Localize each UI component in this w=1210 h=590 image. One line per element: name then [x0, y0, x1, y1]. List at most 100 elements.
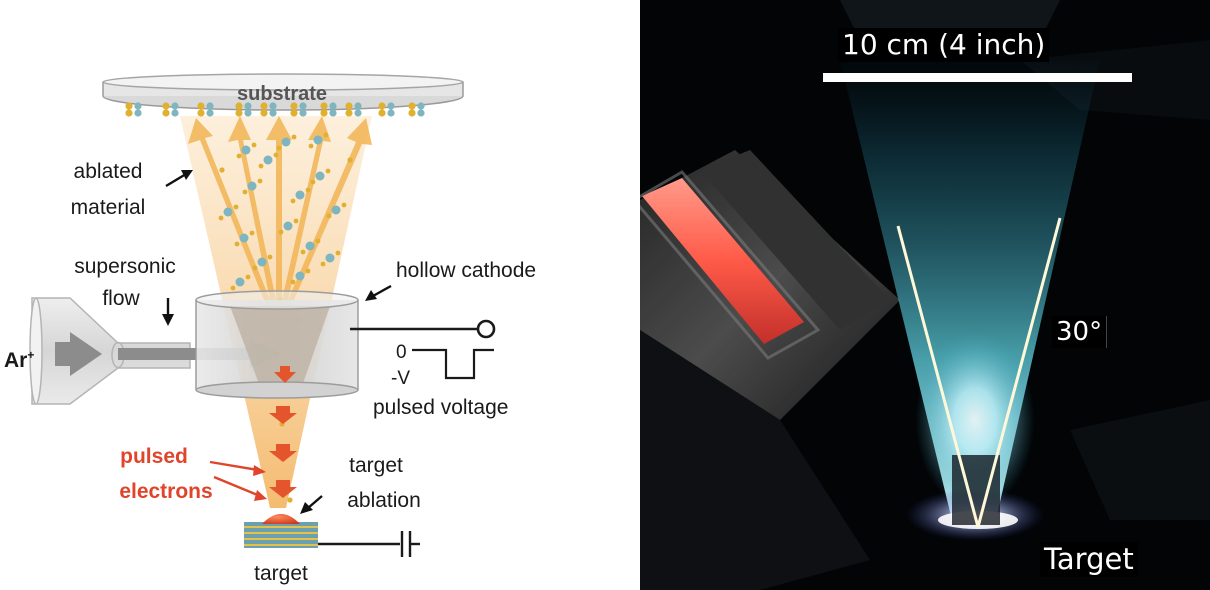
atom [284, 222, 293, 231]
pulsed-electrons-line1: pulsed [120, 445, 188, 468]
atom [134, 109, 141, 116]
atom [387, 109, 394, 116]
atom [197, 102, 204, 109]
atom [306, 269, 311, 274]
atom [316, 239, 321, 244]
atom [291, 280, 296, 285]
atom [236, 278, 245, 287]
atom [296, 191, 305, 200]
atom [327, 214, 332, 219]
atom [345, 109, 352, 116]
atom [125, 109, 132, 116]
atom [408, 102, 415, 109]
atom [231, 286, 236, 291]
atom [408, 109, 415, 116]
atom [309, 144, 314, 149]
atom [332, 206, 341, 215]
atom [282, 138, 291, 147]
plasma-photo: 10 cm (4 inch) 30° Target [640, 0, 1210, 590]
atom [296, 272, 305, 281]
atom [243, 190, 248, 195]
atom [345, 102, 352, 109]
atom [292, 135, 297, 140]
atom [342, 203, 347, 208]
ablation-spot [262, 514, 300, 524]
atom [326, 169, 331, 174]
atom [299, 109, 306, 116]
atom [316, 172, 325, 181]
hollow-cathode-label: hollow cathode [396, 259, 536, 282]
hollow-cathode-cylinder [196, 291, 358, 398]
schematic-svg: substrate ablated material supersonic fl… [0, 0, 640, 590]
atom [248, 182, 257, 191]
atom [260, 109, 267, 116]
ablated-label-line1: ablated [74, 160, 143, 183]
atom [125, 102, 132, 109]
target-ablation-line2: ablation [347, 489, 421, 512]
atom [417, 109, 424, 116]
atom [287, 497, 292, 502]
atom [347, 157, 352, 162]
pulsed-electrons-line2: electrons [119, 480, 212, 503]
atom [250, 231, 255, 236]
atom [378, 102, 385, 109]
voltage-minus-label: -V [391, 368, 410, 389]
pulsed-voltage-label: pulsed voltage [373, 396, 508, 419]
atom [206, 102, 213, 109]
atom [290, 109, 297, 116]
atom [206, 109, 213, 116]
atom [258, 258, 267, 267]
atom [234, 205, 239, 210]
atom [253, 266, 258, 271]
atom [326, 254, 335, 263]
photo-svg [640, 0, 1210, 590]
atom [246, 275, 251, 280]
atom [378, 109, 385, 116]
atom [314, 136, 323, 145]
atom [387, 102, 394, 109]
atom [269, 109, 276, 116]
cathode-wiring [350, 321, 494, 378]
atom [242, 146, 251, 155]
atom [320, 109, 327, 116]
atom [268, 255, 273, 260]
supersonic-label-line1: supersonic [74, 255, 176, 278]
atom [259, 164, 264, 169]
atom [301, 250, 306, 255]
atom [306, 242, 315, 251]
supersonic-label-line2: flow [102, 287, 140, 310]
atom [279, 230, 284, 235]
atom [171, 102, 178, 109]
atom [224, 208, 233, 217]
atom [235, 109, 242, 116]
atom [237, 154, 242, 159]
atom [219, 216, 224, 221]
atom [197, 109, 204, 116]
scale-bar [823, 73, 1132, 82]
ablated-label-line2: material [71, 196, 146, 219]
atom [134, 102, 141, 109]
atom [162, 109, 169, 116]
substrate-label: substrate [237, 83, 327, 105]
target-stack [244, 514, 318, 548]
atom [162, 102, 169, 109]
atom [235, 242, 240, 247]
atom [264, 156, 273, 165]
electron-pointer-arrows [210, 462, 267, 501]
atom [354, 102, 361, 109]
atom [240, 234, 249, 243]
atom [274, 153, 279, 158]
atom [244, 109, 251, 116]
atom [291, 199, 296, 204]
atom [258, 179, 263, 184]
schematic-diagram: substrate ablated material supersonic fl… [0, 0, 640, 590]
atom [306, 188, 311, 193]
atom [417, 102, 424, 109]
atom [171, 109, 178, 116]
atom [324, 133, 329, 138]
atom [252, 143, 257, 148]
atom [219, 167, 224, 172]
atom [336, 251, 341, 256]
atom [294, 219, 299, 224]
target-label: target [254, 562, 308, 585]
